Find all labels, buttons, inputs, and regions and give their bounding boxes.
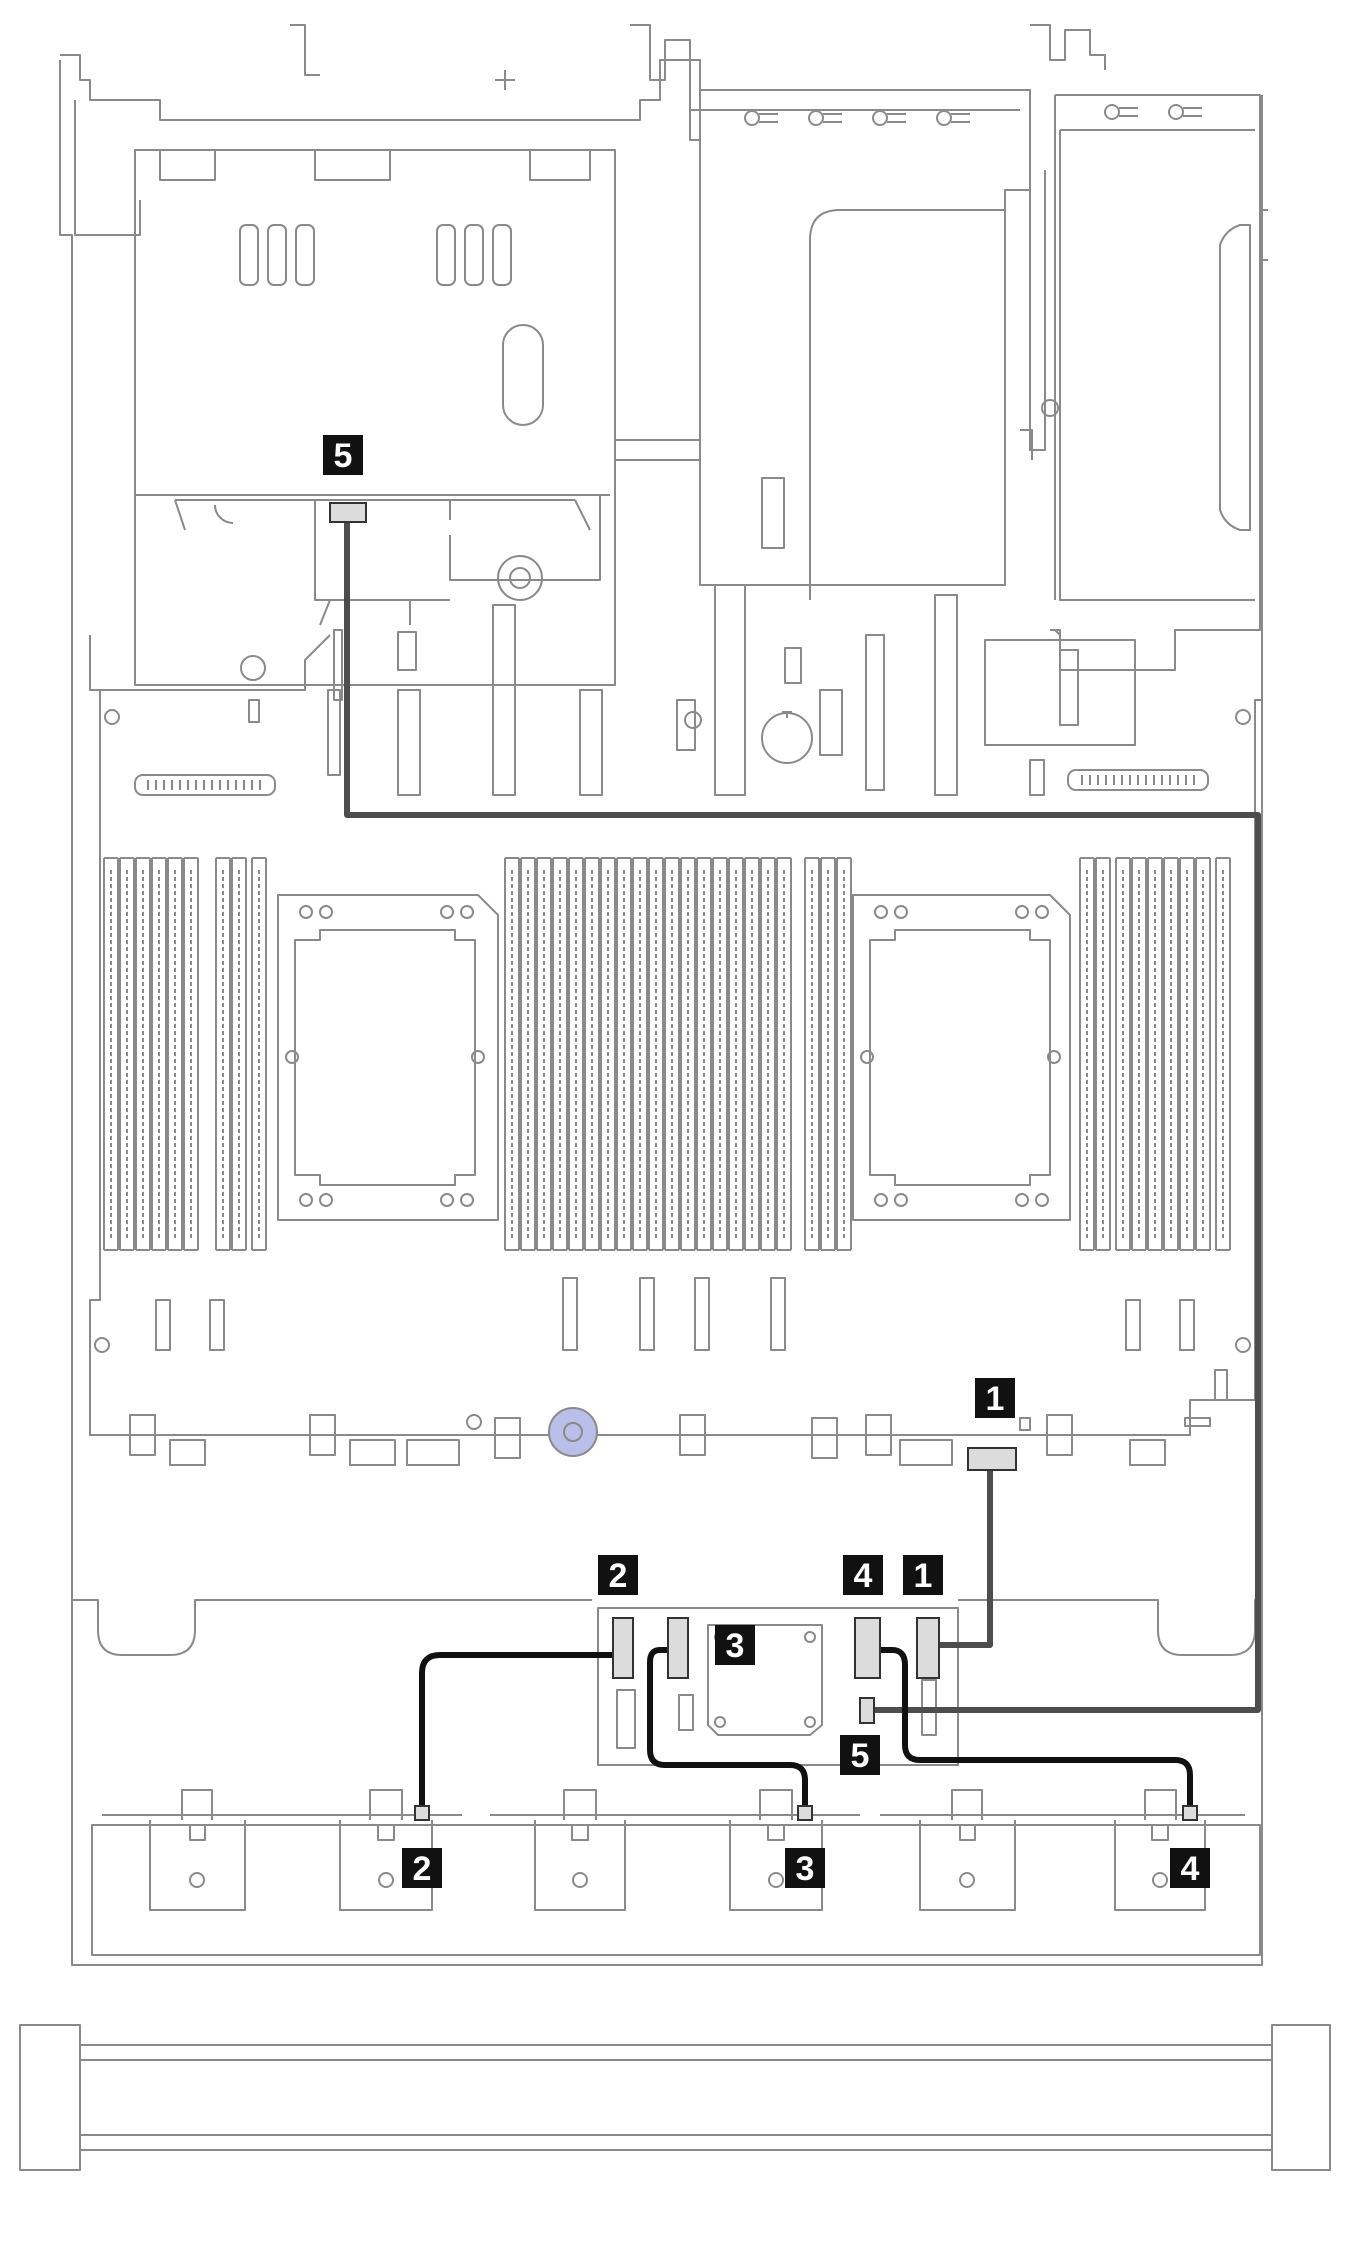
callout-3-fan: 3	[785, 1848, 825, 1888]
board-connectors	[129, 1277, 1228, 1466]
callout-4-fan: 4	[1170, 1848, 1210, 1888]
coin-battery	[548, 1407, 598, 1457]
callout-4-fan-label: 4	[1181, 1850, 1200, 1888]
cable-3	[647, 1647, 808, 1808]
callout-2-controller-label: 2	[609, 1557, 628, 1595]
fan-cages	[91, 1789, 1261, 1956]
callout-1-controller-label: 1	[914, 1557, 933, 1595]
cable-4	[880, 1647, 1193, 1808]
center-riser-cage	[630, 24, 1059, 600]
board-connector-1	[967, 1447, 1017, 1471]
chassis-outline	[19, 60, 1331, 2171]
processor-2	[852, 894, 1071, 1221]
callout-5-riser: 5	[323, 435, 363, 475]
dimm-bank-right	[1079, 857, 1231, 1251]
processor-1	[277, 894, 499, 1221]
callout-4-controller: 4	[843, 1555, 883, 1595]
callout-3-controller-label: 3	[726, 1627, 745, 1665]
controller-connector-5	[859, 1697, 875, 1724]
callout-5-controller-label: 5	[851, 1737, 870, 1775]
controller-connector-1	[916, 1617, 940, 1679]
cable-5-gray	[344, 522, 1261, 1713]
callout-5-riser-label: 5	[334, 437, 353, 475]
cable-1-gray	[935, 1468, 993, 1648]
callout-2-fan-label: 2	[413, 1850, 432, 1888]
dimm-bank-left	[103, 857, 267, 1251]
callout-4-controller-label: 4	[854, 1557, 873, 1595]
callout-3-controller: 3	[715, 1625, 755, 1665]
callout-1-board: 1	[975, 1378, 1015, 1418]
riser-connector-5	[329, 502, 367, 523]
left-riser-cage	[60, 24, 701, 686]
fan-connector-4	[1182, 1805, 1198, 1821]
dimm-bank-center	[504, 857, 852, 1251]
callout-1-board-label: 1	[986, 1380, 1005, 1418]
controller-board	[597, 1607, 959, 1766]
fan-connector-3	[797, 1805, 813, 1821]
callout-2-fan: 2	[402, 1848, 442, 1888]
callout-2-controller: 2	[598, 1555, 638, 1595]
callout-3-fan-label: 3	[796, 1850, 815, 1888]
controller-connector-4	[854, 1617, 881, 1679]
system-board	[89, 584, 1262, 1436]
fan-connector-2	[414, 1805, 430, 1821]
controller-connector-2	[612, 1617, 634, 1679]
right-riser-cage	[1030, 24, 1268, 671]
fan-bay-divider	[72, 1599, 1262, 1656]
callout-5-controller: 5	[840, 1735, 880, 1775]
cable-2	[419, 1652, 615, 1808]
controller-connector-3	[667, 1617, 689, 1679]
callout-1-controller: 1	[903, 1555, 943, 1595]
